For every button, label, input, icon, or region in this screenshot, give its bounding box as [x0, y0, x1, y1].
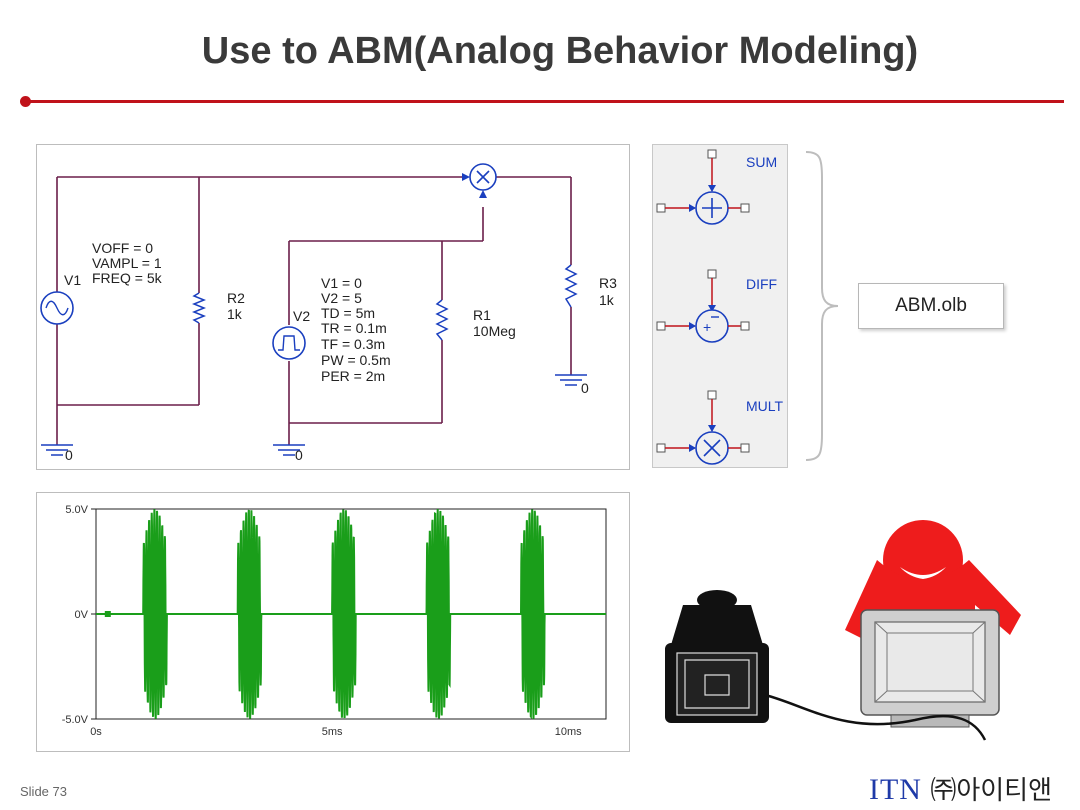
ground-symbols [41, 375, 587, 455]
x-tick-label: 5ms [322, 726, 343, 738]
library-item-label: DIFF [746, 276, 777, 292]
y-tick-label: -5.0V [62, 714, 89, 726]
library-item-label: MULT [746, 398, 784, 414]
r1-name: R1 [473, 307, 491, 323]
sum-symbol-icon [657, 150, 749, 224]
ground-label: 0 [65, 447, 73, 463]
x-tick-label: 10ms [555, 726, 582, 738]
v2-param: PER = 2m [321, 368, 385, 384]
schematic-diagram: VOFF = 0 VAMPL = 1 FREQ = 5k V1 R2 1k V2… [37, 145, 629, 469]
abm-library-panel: SUM + DIFF MULT [652, 144, 788, 468]
diff-symbol-icon: + [657, 270, 749, 342]
v2-param: TD = 5m [321, 305, 375, 321]
v2-param: PW = 0.5m [321, 352, 391, 368]
monitor-icon [861, 610, 999, 727]
title-rule [24, 100, 1064, 103]
brace-icon [800, 148, 850, 464]
r3-name: R3 [599, 275, 617, 291]
v2-name: V2 [293, 308, 310, 324]
mult-block-icon [462, 164, 496, 198]
abm-olb-label: ABM.olb [858, 283, 1004, 329]
v2-param: TF = 0.3m [321, 336, 385, 352]
x-tick-label: 0s [90, 726, 102, 738]
v2-param: V1 = 0 [321, 275, 362, 291]
r3-value: 1k [599, 292, 615, 308]
ground-label: 0 [581, 380, 589, 396]
v2-pulse-source-icon [273, 327, 305, 359]
series-marker [105, 611, 111, 617]
ground-label: 0 [295, 447, 303, 463]
abm-library-symbols: SUM + DIFF MULT [653, 145, 787, 467]
schematic-panel: VOFF = 0 VAMPL = 1 FREQ = 5k V1 R2 1k V2… [36, 144, 630, 470]
v1-sine-source-icon [41, 292, 73, 324]
r3-resistor-icon [566, 265, 576, 307]
v2-param: TR = 0.1m [321, 320, 387, 336]
schematic-wires [57, 177, 571, 445]
waveform-chart: 5.0V 0V -5.0V 0s 5ms 10ms [37, 493, 629, 751]
library-item-label: SUM [746, 154, 777, 170]
person-at-computer-illustration [655, 505, 1035, 750]
r2-name: R2 [227, 290, 245, 306]
v2-param: V2 = 5 [321, 290, 362, 306]
joystick-device-icon [665, 590, 769, 723]
v1-param: VAMPL = 1 [92, 255, 162, 271]
logo-kr: ㈜아이티앤 [930, 776, 1052, 806]
y-tick-label: 0V [75, 609, 89, 621]
y-tick-label: 5.0V [65, 504, 88, 516]
r1-value: 10Meg [473, 323, 516, 339]
slide-number: Slide 73 [20, 784, 67, 799]
v1-param: FREQ = 5k [92, 270, 163, 286]
page-title: Use to ABM(Analog Behavior Modeling) [0, 30, 1080, 73]
company-logo: ITN ㈜아이티앤 [869, 770, 1052, 807]
mult-symbol-icon [657, 391, 749, 464]
r1-resistor-icon [437, 300, 447, 340]
v1-name: V1 [64, 272, 81, 288]
logo-en: ITN [869, 773, 922, 806]
v1-param: VOFF = 0 [92, 240, 153, 256]
r2-value: 1k [227, 306, 243, 322]
r2-resistor-icon [194, 293, 204, 323]
svg-text:+: + [703, 319, 711, 335]
waveform-panel: 5.0V 0V -5.0V 0s 5ms 10ms [36, 492, 630, 752]
